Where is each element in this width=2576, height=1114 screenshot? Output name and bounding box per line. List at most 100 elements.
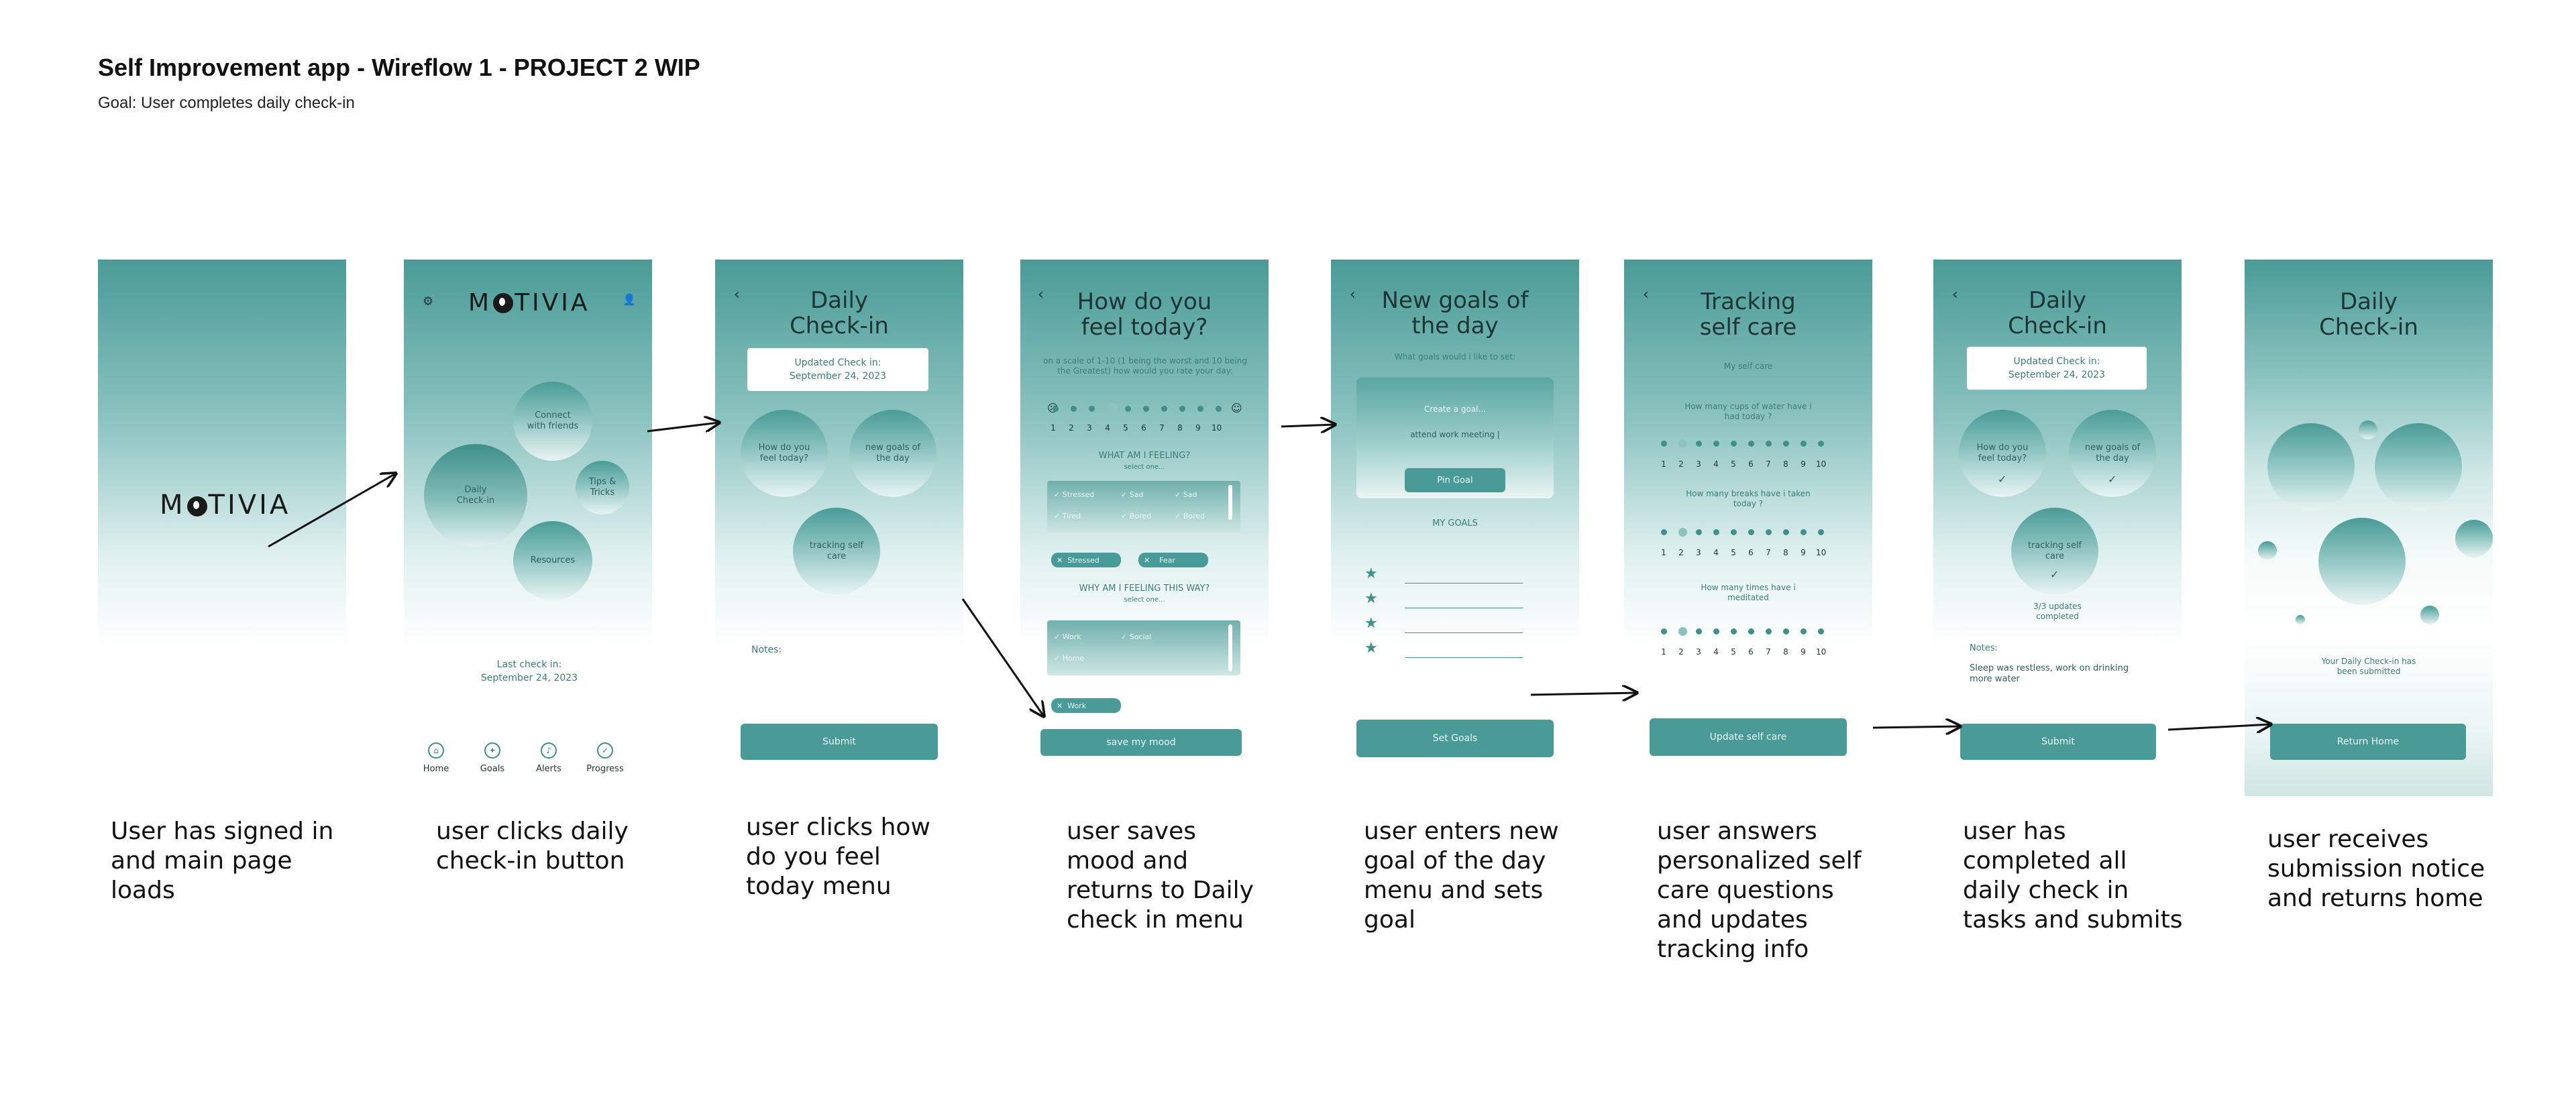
back-arrow-icon[interactable]: ‹ [1643, 286, 1649, 303]
bubble-tips-tricks[interactable]: Tips & Tricks [576, 461, 629, 514]
bubble-new-goals[interactable]: new goals of the day [849, 410, 936, 497]
screen-title: Daily Check-in [2319, 288, 2418, 341]
goal-input[interactable]: attend work meeting | [1410, 430, 1500, 439]
back-arrow-icon[interactable]: ‹ [734, 286, 740, 303]
scale-number: 5 [1123, 423, 1128, 433]
notes-text[interactable]: Sleep was restless, work on drinking mor… [1970, 663, 2129, 684]
scrollbar[interactable] [1228, 485, 1232, 520]
back-arrow-icon[interactable]: ‹ [1350, 286, 1356, 303]
feeling-option[interactable]: ✓ Bored [1121, 512, 1152, 520]
goal-input-panel: Create a goal... attend work meeting | P… [1356, 378, 1554, 498]
star-icon[interactable]: ★ [1364, 565, 1378, 582]
gear-icon[interactable]: ⚙ [423, 294, 434, 309]
loading-dot-icon [216, 703, 229, 716]
feeling-option[interactable]: ✓ Stressed [1054, 490, 1095, 499]
bubble-resources[interactable]: Resources [513, 521, 592, 600]
feelings-checkbox-list[interactable]: ✓ Stressed ✓ Sad ✓ Sad ✓ Tired ✓ Bored ✓… [1047, 481, 1240, 533]
submission-message: Your Daily Check-in has been submitted [2321, 657, 2416, 676]
set-goals-button[interactable]: Set Goals [1356, 720, 1554, 757]
feeling-select-hint: select one... [1124, 463, 1165, 471]
scale-number: 1 [1051, 423, 1056, 433]
feeling-chip[interactable]: ✕ Stressed [1051, 553, 1121, 567]
question-meditate: How many times have i meditated [1701, 583, 1796, 602]
screen-submitted: Daily Check-in Your Daily Check-in has b… [2245, 260, 2493, 796]
user-icon[interactable]: 👤 [623, 293, 636, 306]
why-heading: WHY AM I FEELING THIS WAY? [1079, 583, 1210, 594]
notes-label: Notes: [751, 645, 782, 655]
submit-button[interactable]: Submit [741, 724, 938, 760]
feeling-option[interactable]: ✓ Bored [1175, 512, 1205, 520]
star-icon[interactable]: ★ [1364, 640, 1378, 657]
feeling-option[interactable]: ✓ Sad [1121, 490, 1144, 499]
nav-progress[interactable]: Progress [586, 764, 624, 774]
self-care-heading: My self care [1723, 361, 1773, 371]
nav-alerts[interactable]: Alerts [536, 764, 561, 774]
arrow-2-to-3 [647, 423, 719, 431]
goals-icon[interactable]: ✦ [484, 742, 500, 759]
scale-number: 2 [1069, 423, 1074, 433]
scale-dot[interactable] [1125, 406, 1131, 412]
scale-dot-selected[interactable] [1107, 403, 1118, 414]
back-arrow-icon[interactable]: ‹ [1952, 286, 1958, 303]
nav-goals[interactable]: Goals [480, 764, 505, 774]
pin-goal-button[interactable]: Pin Goal [1405, 468, 1505, 492]
bubble-how-feel[interactable]: How do you feel today? [1959, 410, 2046, 497]
feeling-option[interactable]: ✓ Tired [1054, 512, 1081, 520]
update-self-care-button[interactable]: Update self care [1650, 718, 1847, 756]
scale-number: 10 [1212, 423, 1222, 433]
feeling-chip[interactable]: ✕ Fear [1138, 553, 1208, 567]
feeling-option[interactable]: ✓ Sad [1175, 490, 1197, 499]
back-arrow-icon[interactable]: ‹ [1038, 286, 1044, 303]
scale-dot[interactable] [1216, 406, 1222, 412]
reason-option[interactable]: ✓ Social [1121, 632, 1152, 641]
scale-dot[interactable] [1143, 406, 1149, 412]
feeling-heading: WHAT AM I FEELING? [1098, 451, 1191, 461]
return-home-button[interactable]: Return Home [2270, 724, 2466, 760]
check-icon[interactable]: ✓ [597, 742, 613, 759]
bubble-daily-checkin[interactable]: Daily Check-in [424, 444, 527, 547]
updated-checkin-card: Updated Check in: September 24, 2023 [747, 348, 928, 391]
decor-bubble [2318, 518, 2406, 605]
notes-field[interactable]: Notes: [741, 636, 938, 714]
scale-number: 6 [1141, 423, 1146, 433]
caption-step-6: user answers personalized self care ques… [1657, 818, 1862, 963]
scale-dot[interactable] [1071, 406, 1077, 412]
scale-dot[interactable] [1089, 406, 1095, 412]
star-icon[interactable]: ★ [1364, 615, 1378, 632]
submit-button[interactable]: Submit [1960, 724, 2156, 760]
caption-step-5: user enters new goal of the day menu and… [1364, 818, 1559, 934]
screen-daily-checkin: ‹ Daily Check-in Updated Check in: Septe… [715, 260, 963, 796]
save-mood-button[interactable]: save my mood [1040, 729, 1242, 756]
scale-number: 7 [1159, 423, 1165, 433]
reason-option[interactable]: ✓ Work [1054, 632, 1081, 641]
screen-new-goals: ‹ New goals of the day What goals would … [1331, 260, 1579, 796]
scale-dot[interactable] [1179, 406, 1185, 412]
goal-placeholder[interactable]: Create a goal... [1424, 404, 1486, 414]
bubble-new-goals[interactable]: new goals of the day [2069, 410, 2156, 497]
nav-home[interactable]: Home [423, 764, 449, 774]
bubble-how-feel[interactable]: How do you feel today? [741, 410, 828, 497]
updated-date: September 24, 2023 [2008, 370, 2106, 380]
scale-dot[interactable] [1161, 406, 1167, 412]
screen-checkin-complete: ‹ Daily Check-in Updated Check in: Septe… [1933, 260, 2182, 796]
bubble-tracking[interactable]: tracking self care [793, 508, 880, 595]
star-icon[interactable]: ★ [1364, 590, 1378, 607]
reason-option[interactable]: ✓ Home [1054, 654, 1085, 663]
last-checkin-card: Last check in: September 24, 2023 [429, 650, 629, 694]
loading-dot-icon [191, 698, 211, 718]
scale-dot[interactable] [1197, 406, 1203, 412]
bell-icon[interactable]: ♪ [541, 742, 557, 759]
screen-tracking: ‹ Tracking self care My self care How ma… [1624, 260, 1872, 796]
logo-o-icon [493, 293, 514, 313]
bubble-connect-friends[interactable]: Connect with friends [513, 382, 592, 461]
bubble-tracking[interactable]: tracking self care [2011, 508, 2098, 595]
reasons-checkbox-list[interactable]: ✓ Work ✓ Social ✓ Home [1047, 620, 1240, 675]
scale-number: 8 [1177, 423, 1183, 433]
home-icon[interactable]: ⌂ [428, 742, 444, 759]
reason-chip[interactable]: ✕ Work [1051, 698, 1121, 713]
scrollbar[interactable] [1228, 624, 1232, 671]
notes-field[interactable]: Notes: Sleep was restless, work on drink… [1960, 636, 2156, 714]
scale-dot[interactable] [1053, 406, 1059, 412]
